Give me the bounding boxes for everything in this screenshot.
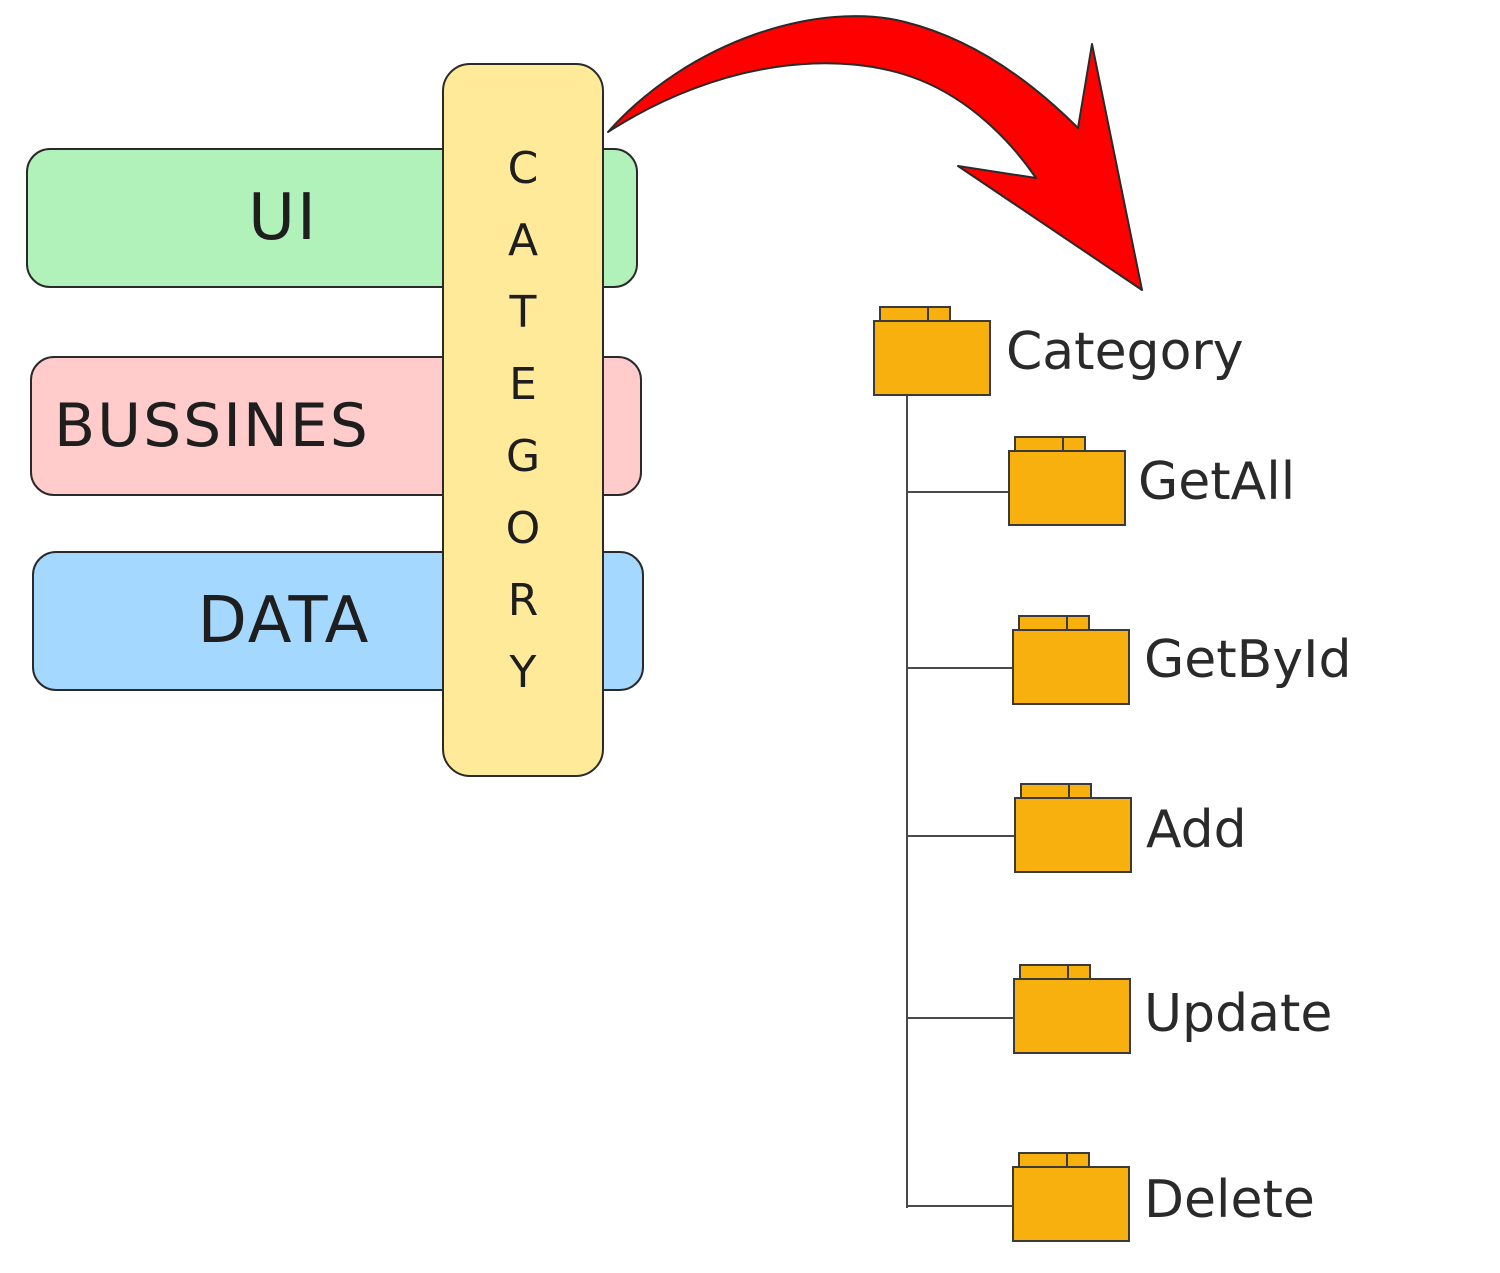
category-letter: O [505, 503, 541, 554]
tree-branch-line [906, 835, 1016, 837]
category-letter: A [507, 215, 539, 266]
tree-branch-line [906, 1017, 1016, 1019]
category-letter: C [507, 143, 539, 194]
category-vertical-bar: C A T E G O R Y [442, 63, 604, 777]
layer-business-label: BUSSINES [54, 391, 370, 461]
folder-icon[interactable] [1012, 1152, 1130, 1242]
category-letter: E [509, 359, 537, 410]
folder-icon[interactable] [1008, 436, 1126, 526]
category-letter: Y [509, 647, 537, 698]
category-letter: G [505, 431, 541, 482]
arrow-shape [607, 15, 1143, 291]
category-letter: R [507, 575, 539, 626]
tree-branch-line [906, 1205, 1014, 1207]
folder-icon[interactable] [1013, 964, 1131, 1054]
category-letter: T [509, 287, 537, 338]
folder-icon[interactable] [1014, 783, 1132, 873]
child-folder-label: Add [1146, 800, 1247, 860]
child-folder-label: Delete [1144, 1170, 1315, 1230]
root-folder-label: Category [1006, 322, 1244, 382]
child-folder-label: Update [1144, 984, 1333, 1044]
folder-icon[interactable] [1012, 615, 1130, 705]
tree-branch-line [906, 667, 1014, 669]
child-folder-label: GetAll [1138, 452, 1296, 512]
child-folder-label: GetById [1144, 630, 1352, 690]
layer-ui-label: UI [248, 181, 318, 255]
folder-icon[interactable] [873, 306, 991, 396]
tree-trunk-line [906, 396, 908, 1208]
tree-branch-line [906, 491, 1010, 493]
layer-data-label: DATA [197, 584, 371, 658]
